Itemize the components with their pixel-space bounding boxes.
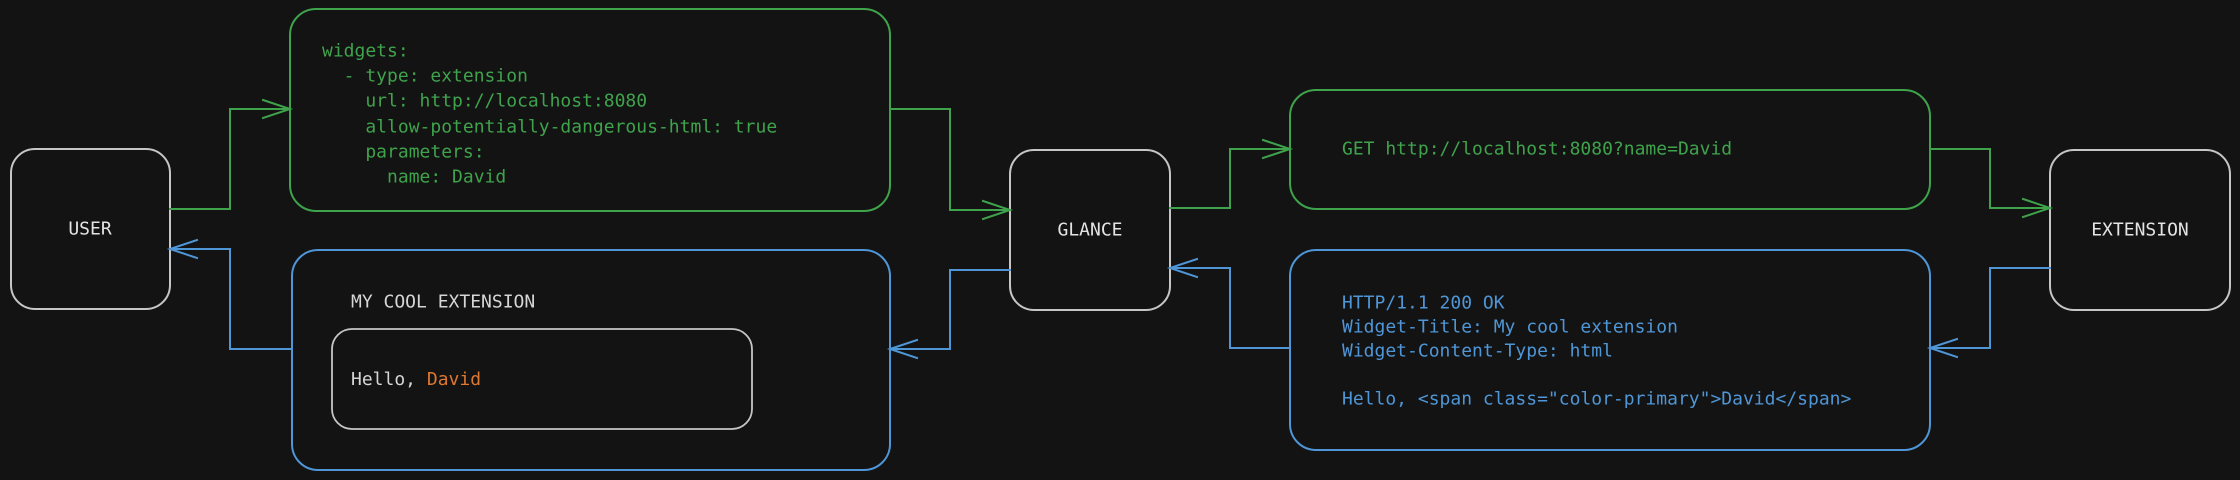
widget-title: MY COOL EXTENSION	[351, 292, 535, 313]
arrow-glance-to-widget	[886, 269, 1011, 360]
arrow-extension-to-response	[1926, 267, 2051, 359]
glance-node: GLANCE	[1009, 149, 1171, 311]
config-line: parameters:	[322, 142, 485, 163]
http-response-box-border	[1289, 249, 1931, 451]
response-body-line: Hello, <span class="color-primary">David…	[1342, 389, 1851, 410]
config-line: url: http://localhost:8080	[322, 91, 647, 112]
config-line: name: David	[322, 167, 506, 188]
arrow-response-to-glance	[1166, 257, 1291, 349]
user-node-label: USER	[68, 219, 112, 240]
config-yaml-box: widgets: - type: extension url: http://l…	[289, 8, 891, 212]
extension-node-box	[2049, 149, 2231, 311]
widget-greeting-prefix: Hello,	[351, 369, 427, 390]
rendered-widget-box-border	[291, 249, 891, 471]
user-node: USER	[10, 148, 171, 310]
glance-node-label: GLANCE	[1057, 220, 1122, 241]
arrow-request-to-extension	[1929, 148, 2054, 219]
arrow-glance-to-request	[1169, 138, 1294, 209]
widget-content-frame	[331, 328, 753, 430]
extension-node: EXTENSION	[2049, 149, 2231, 311]
widget-greeting: Hello, David	[351, 369, 481, 390]
http-request-line: GET http://localhost:8080?name=David	[1342, 139, 1732, 160]
response-line: HTTP/1.1 200 OK	[1342, 293, 1505, 314]
arrow-widget-to-user	[166, 238, 293, 350]
response-line: Widget-Title: My cool extension	[1342, 317, 1678, 338]
arrow-config-to-glance	[889, 108, 1014, 221]
config-line: - type: extension	[322, 66, 528, 87]
http-response-box: HTTP/1.1 200 OK Widget-Title: My cool ex…	[1289, 249, 1931, 451]
arrow-user-to-config	[169, 98, 294, 210]
widget-greeting-name: David	[427, 369, 481, 390]
extension-node-label: EXTENSION	[2091, 220, 2189, 241]
config-line: widgets:	[322, 41, 409, 62]
http-request-box: GET http://localhost:8080?name=David	[1289, 89, 1931, 210]
config-line: allow-potentially-dangerous-html: true	[322, 117, 777, 138]
glance-node-box	[1009, 149, 1171, 311]
rendered-widget-box: MY COOL EXTENSION Hello, David	[291, 249, 891, 471]
response-line: Widget-Content-Type: html	[1342, 341, 1613, 362]
user-node-box	[10, 148, 171, 310]
